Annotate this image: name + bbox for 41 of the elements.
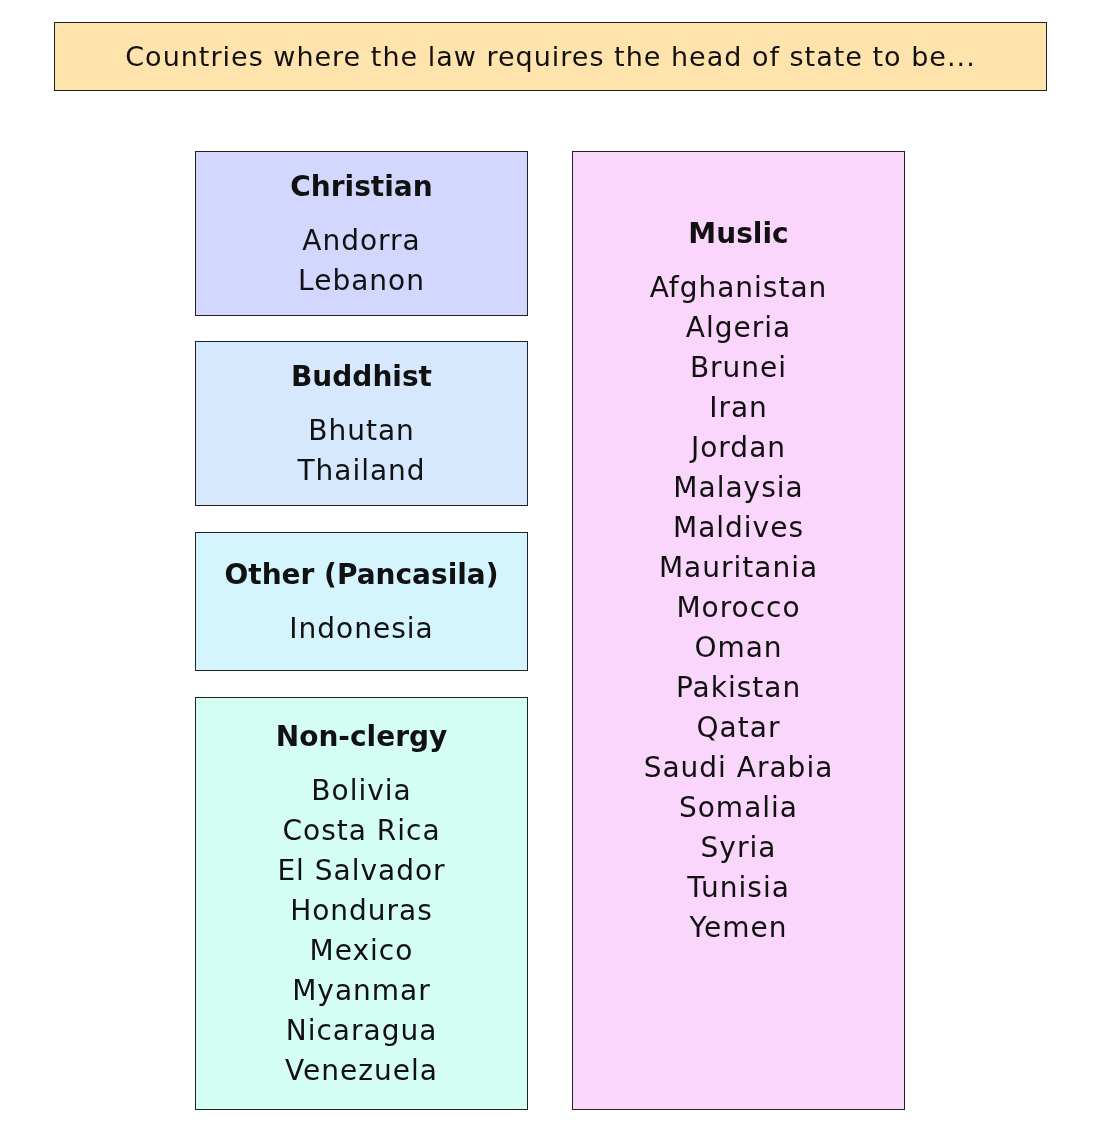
country-name: Algeria — [685, 309, 792, 346]
category-heading: Non-clergy — [275, 718, 448, 755]
category-box — [195, 341, 528, 506]
country-name: Mauritania — [658, 549, 819, 586]
country-name: Myanmar — [292, 972, 431, 1009]
country-name: Honduras — [290, 892, 433, 929]
country-name: Jordan — [690, 429, 787, 466]
country-name: Oman — [694, 629, 783, 666]
country-name: El Salvador — [277, 852, 446, 889]
country-name: Brunei — [689, 349, 788, 386]
country-name: Bhutan — [308, 412, 415, 449]
country-name: Iran — [709, 389, 768, 426]
category-box — [572, 151, 905, 1110]
country-name: Lebanon — [298, 262, 425, 299]
category-heading: Muslic — [688, 215, 789, 252]
country-name: Mexico — [309, 932, 414, 969]
country-name: Syria — [700, 829, 777, 866]
country-name: Malaysia — [673, 469, 804, 506]
category-box — [195, 697, 528, 1110]
country-name: Yemen — [689, 909, 788, 946]
country-name: Pakistan — [675, 669, 802, 706]
category-box — [195, 532, 528, 671]
country-name: Andorra — [302, 222, 421, 259]
country-name: Somalia — [678, 789, 799, 826]
country-name: Tunisia — [687, 869, 790, 906]
country-name: Afghanistan — [649, 269, 828, 306]
country-name: Costa Rica — [282, 812, 441, 849]
country-name: Nicaragua — [285, 1012, 438, 1049]
country-name: Maldives — [672, 509, 804, 546]
category-heading: Buddhist — [291, 358, 432, 395]
category-heading: Other (Pancasila) — [224, 556, 499, 593]
country-name: Morocco — [676, 589, 801, 626]
category-heading: Christian — [290, 168, 433, 205]
country-name: Venezuela — [285, 1052, 438, 1089]
country-name: Qatar — [696, 709, 781, 746]
category-box — [195, 151, 528, 316]
country-name: Indonesia — [289, 610, 434, 647]
country-name: Saudi Arabia — [643, 749, 834, 786]
country-name: Bolivia — [311, 772, 412, 809]
title-banner: Countries where the law requires the head of state to be... — [54, 22, 1047, 91]
country-name: Thailand — [297, 452, 426, 489]
